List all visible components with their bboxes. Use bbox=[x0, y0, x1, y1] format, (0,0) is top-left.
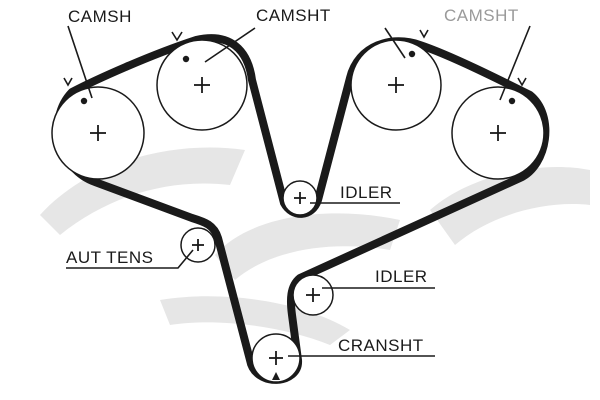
timing-mark-dot bbox=[408, 50, 416, 58]
leader-camshaft-center bbox=[204, 27, 256, 63]
label-crankshaft: CRANSHT bbox=[338, 336, 424, 355]
label-idler-lower: IDLER bbox=[375, 267, 428, 286]
watermark bbox=[40, 147, 590, 345]
pulley-camshaft-left-outer bbox=[51, 86, 145, 180]
label-camshaft-right-outer: CAMSHT bbox=[444, 6, 519, 25]
timing-mark-dot bbox=[508, 97, 516, 105]
pulley-camshaft-right-inner bbox=[350, 39, 442, 131]
pulley-idler-upper bbox=[282, 180, 318, 216]
label-idler-upper: IDLER bbox=[340, 183, 393, 202]
timing-mark-dot bbox=[182, 55, 190, 63]
timing-mark-dot bbox=[80, 97, 88, 105]
label-camshaft-left-outer: CAMSH bbox=[68, 7, 132, 26]
pulley-auto-tensioner bbox=[180, 227, 216, 263]
leader-tensioner bbox=[66, 249, 194, 269]
leader-camshaft-right-outer bbox=[499, 25, 531, 101]
label-camshaft-center: CAMSHT bbox=[256, 6, 331, 25]
pulley-camshaft-right-outer bbox=[451, 86, 545, 180]
leader-camshaft-left-outer bbox=[67, 25, 93, 99]
crank-timing-arrow bbox=[272, 372, 280, 380]
leader-camshaft-right-inner bbox=[384, 27, 406, 59]
pulley-camshaft-left-inner bbox=[156, 39, 248, 131]
label-tensioner: AUT TENS bbox=[66, 248, 153, 267]
pulley-idler-lower bbox=[292, 274, 334, 316]
timing-notches bbox=[63, 29, 527, 87]
pulley-crankshaft bbox=[251, 333, 301, 383]
timing-belt bbox=[54, 34, 550, 384]
